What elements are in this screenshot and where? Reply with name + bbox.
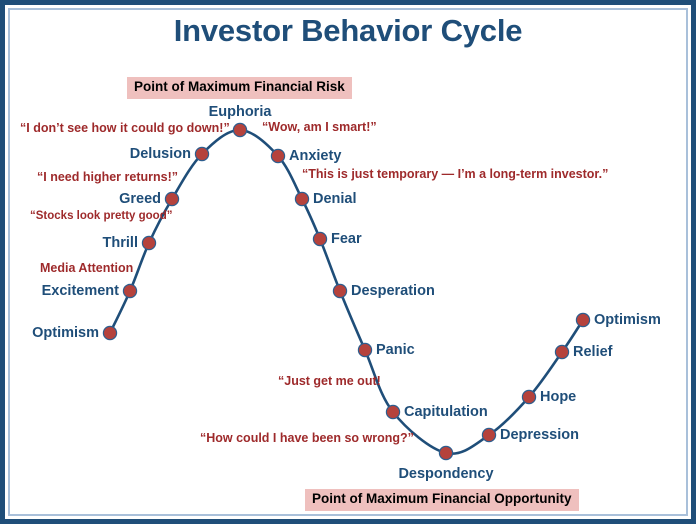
stage-marker-delusion-4[interactable] [194, 146, 210, 162]
stage-label-fear-8: Fear [331, 231, 362, 247]
stage-label-denial-7: Denial [313, 191, 357, 207]
stage-marker-optimism-16[interactable] [575, 312, 591, 328]
annotation-2: “Stocks look pretty good” [30, 210, 173, 222]
stage-marker-denial-7[interactable] [294, 191, 310, 207]
stage-marker-euphoria-5[interactable] [232, 122, 248, 138]
stage-label-depression-13: Depression [500, 427, 579, 443]
annotation-7: “How could I have been so wrong?” [200, 431, 414, 445]
annotation-4: “Wow, am I smart!” [262, 120, 377, 134]
annotation-1: “I need higher returns!” [37, 170, 178, 184]
stage-label-optimism-0: Optimism [32, 325, 99, 341]
stage-label-capitulation-11: Capitulation [404, 404, 488, 420]
stage-label-despondency-12: Despondency [398, 466, 494, 482]
annotation-6: “Just get me out! [278, 374, 381, 388]
stage-label-euphoria-5: Euphoria [208, 104, 272, 120]
stage-marker-despondency-12[interactable] [438, 445, 454, 461]
max-opportunity-banner: Point of Maximum Financial Opportunity [305, 489, 579, 511]
stage-marker-anxiety-6[interactable] [270, 148, 286, 164]
stage-marker-thrill-2[interactable] [141, 235, 157, 251]
stage-marker-greed-3[interactable] [164, 191, 180, 207]
stage-marker-group [102, 122, 591, 461]
stage-marker-panic-10[interactable] [357, 342, 373, 358]
stage-label-optimism-16: Optimism [594, 312, 661, 328]
stage-label-desperation-9: Desperation [351, 283, 435, 299]
stage-marker-capitulation-11[interactable] [385, 404, 401, 420]
stage-label-anxiety-6: Anxiety [289, 148, 342, 164]
annotation-0: “I don’t see how it could go down!” [20, 121, 230, 135]
stage-marker-depression-13[interactable] [481, 427, 497, 443]
stage-marker-fear-8[interactable] [312, 231, 328, 247]
stage-marker-optimism-0[interactable] [102, 325, 118, 341]
stage-label-hope-14: Hope [540, 389, 577, 405]
annotation-5: “This is just temporary — I’m a long-ter… [302, 167, 609, 181]
stage-marker-relief-15[interactable] [554, 344, 570, 360]
annotation-3: Media Attention [40, 261, 134, 275]
stage-marker-hope-14[interactable] [521, 389, 537, 405]
stage-label-greed-3: Greed [119, 191, 161, 207]
stage-label-relief-15: Relief [573, 344, 613, 360]
stage-marker-excitement-1[interactable] [122, 283, 138, 299]
stage-marker-desperation-9[interactable] [332, 283, 348, 299]
page-title: Investor Behavior Cycle [173, 13, 523, 48]
stage-label-delusion-4: Delusion [129, 146, 191, 162]
max-risk-banner: Point of Maximum Financial Risk [127, 77, 352, 99]
stage-label-panic-10: Panic [376, 342, 415, 358]
stage-label-excitement-1: Excitement [41, 283, 119, 299]
stage-label-thrill-2: Thrill [102, 235, 138, 251]
